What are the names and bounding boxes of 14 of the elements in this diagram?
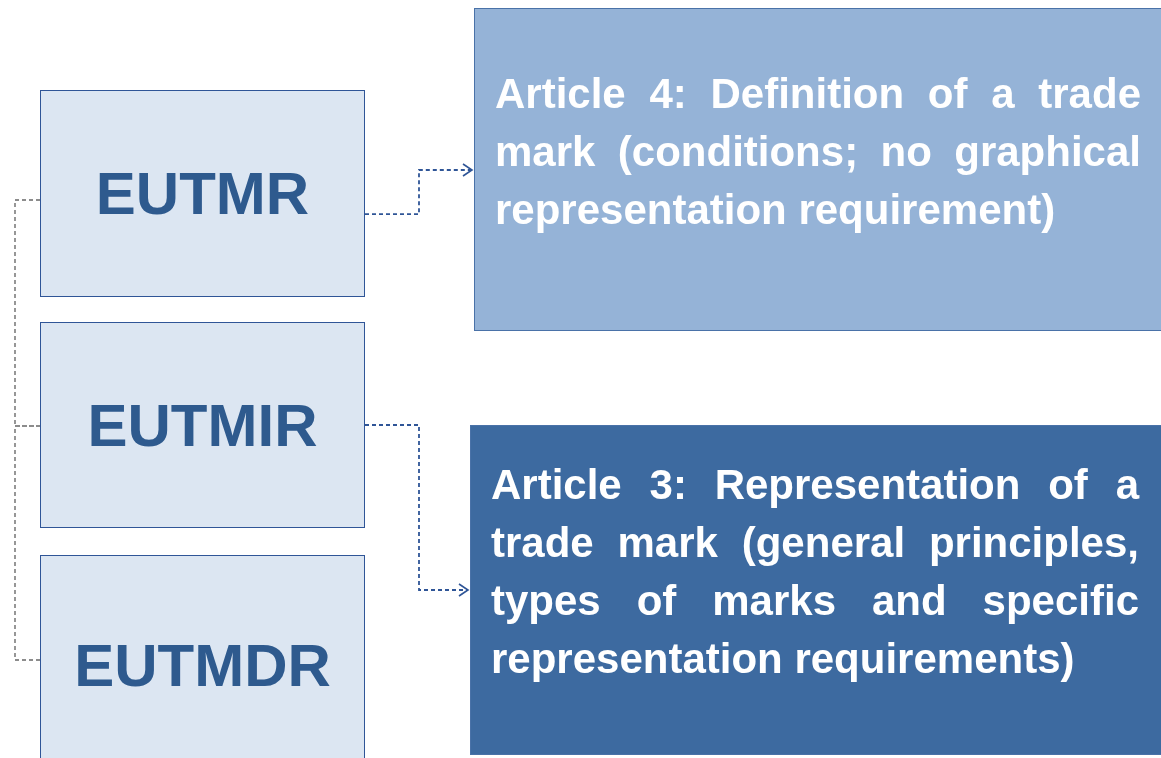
arrow [364,163,473,216]
regulation-name: EUTMR [95,159,310,228]
arrow [364,424,469,597]
article-text: Article 4: Definition of a trade mark (conditions; no graphical representation requirement) [495,69,1141,235]
article-text: Article 3: Representation of a trade mark (general principles, types of marks and specific representation requirements) [491,460,1139,684]
article-box [470,425,1161,755]
connector-line [14,199,41,427]
regulation-name: EUTMIR [87,390,318,460]
article-box [474,8,1161,331]
regulation-box [40,555,365,758]
regulation-box [40,322,365,528]
connector-line [14,425,41,661]
regulation-name: EUTMDR [74,630,331,700]
regulation-box [40,90,365,297]
